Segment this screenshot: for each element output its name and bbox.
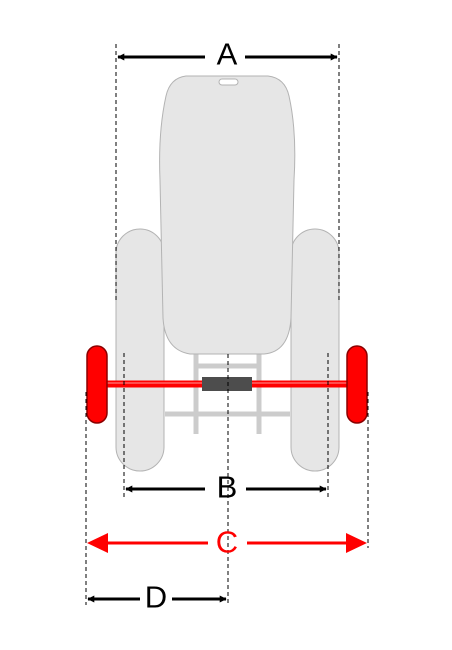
dimension-b-label: B <box>217 470 238 505</box>
left-axle-wheel <box>86 345 108 424</box>
dimension-a: A <box>117 37 338 72</box>
dimension-c-label: C <box>216 525 238 560</box>
dimension-d-label: D <box>145 580 167 615</box>
dimension-c: C <box>87 525 367 560</box>
right-axle-wheel <box>346 345 368 424</box>
vehicle-body <box>159 75 296 355</box>
dimension-a-label: A <box>217 37 238 72</box>
left-rear-wheel <box>115 228 165 472</box>
axle-hitch <box>202 377 252 391</box>
dimension-d: D <box>87 580 227 615</box>
extension-lines <box>85 44 369 605</box>
right-rear-wheel <box>290 228 340 472</box>
body-slot <box>218 78 239 86</box>
dimension-b: B <box>125 470 327 505</box>
